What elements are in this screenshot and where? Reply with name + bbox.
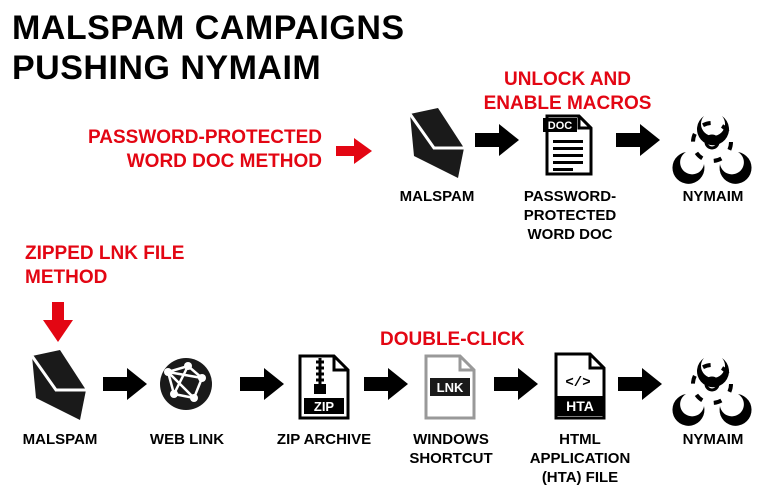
step-hta-line-1: HTML <box>559 431 601 448</box>
step-password-doc: PASSWORD- PROTECTED WORD DOC <box>510 187 630 244</box>
method1-label-line-1: PASSWORD-PROTECTED <box>88 127 322 148</box>
step-web-link: WEB LINK <box>149 431 225 448</box>
red-arrow-icon <box>336 138 372 164</box>
method1-label-line-2: WORD DOC METHOD <box>126 151 322 172</box>
step-doc-line-2: PROTECTED <box>523 207 617 224</box>
method1-label: PASSWORD-PROTECTED WORD DOC METHOD <box>60 126 322 174</box>
arrow-icon <box>494 368 538 400</box>
hta-file-icon: </> HTA <box>554 352 606 420</box>
biohazard-icon <box>670 114 754 186</box>
step-malspam-2: MALSPAM <box>22 431 98 448</box>
shortcut-file-icon: LNK <box>424 354 476 420</box>
envelope-icon <box>30 348 88 422</box>
arrow-icon <box>364 368 408 400</box>
globe-network-icon <box>160 358 212 410</box>
arrow-icon <box>103 368 147 400</box>
diagram-title: MALSPAM CAMPAIGNS PUSHING NYMAIM <box>12 8 405 88</box>
title-line-1: MALSPAM CAMPAIGNS <box>12 9 405 47</box>
red-arrow-down-icon <box>43 302 73 342</box>
title-line-2: PUSHING NYMAIM <box>12 49 322 87</box>
arrow-icon <box>475 124 519 156</box>
step-lnk-line-1: WINDOWS <box>413 431 489 448</box>
arrow-icon <box>618 368 662 400</box>
step-hta-line-3: (HTA) FILE <box>541 469 619 486</box>
step-nymaim-2: NYMAIM <box>682 431 744 448</box>
step-hta-line-2: APPLICATION <box>529 450 631 467</box>
method2-note: DOUBLE-CLICK <box>380 329 525 350</box>
step-doc-line-1: PASSWORD- <box>523 188 617 205</box>
envelope-icon <box>408 106 466 180</box>
biohazard-icon <box>670 356 754 428</box>
hta-badge: HTA <box>566 398 594 414</box>
hta-code-glyph: </> <box>565 375 590 391</box>
step-windows-shortcut: WINDOWS SHORTCUT <box>398 430 504 468</box>
arrow-icon <box>240 368 284 400</box>
method1-note-line-2: ENABLE MACROS <box>483 93 652 114</box>
step-zip-archive: ZIP ARCHIVE <box>276 431 372 448</box>
step-lnk-line-2: SHORTCUT <box>409 450 493 467</box>
method2-label-line-2: METHOD <box>25 267 108 288</box>
zip-badge: ZIP <box>314 399 335 414</box>
zip-file-icon: ZIP <box>298 354 350 420</box>
lnk-badge: LNK <box>437 380 464 395</box>
document-icon: DOC <box>543 114 593 176</box>
method2-label: ZIPPED LNK FILE METHOD <box>25 242 285 290</box>
method2-label-line-1: ZIPPED LNK FILE <box>25 243 185 264</box>
step-doc-line-3: WORD DOC <box>527 226 613 243</box>
method1-note: UNLOCK AND ENABLE MACROS <box>480 68 655 116</box>
arrow-icon <box>616 124 660 156</box>
step-nymaim-1: NYMAIM <box>682 188 744 205</box>
method1-note-line-1: UNLOCK AND <box>503 69 631 90</box>
step-hta-file: HTML APPLICATION (HTA) FILE <box>520 430 640 487</box>
doc-badge: DOC <box>548 120 573 132</box>
step-malspam-1: MALSPAM <box>399 188 475 205</box>
